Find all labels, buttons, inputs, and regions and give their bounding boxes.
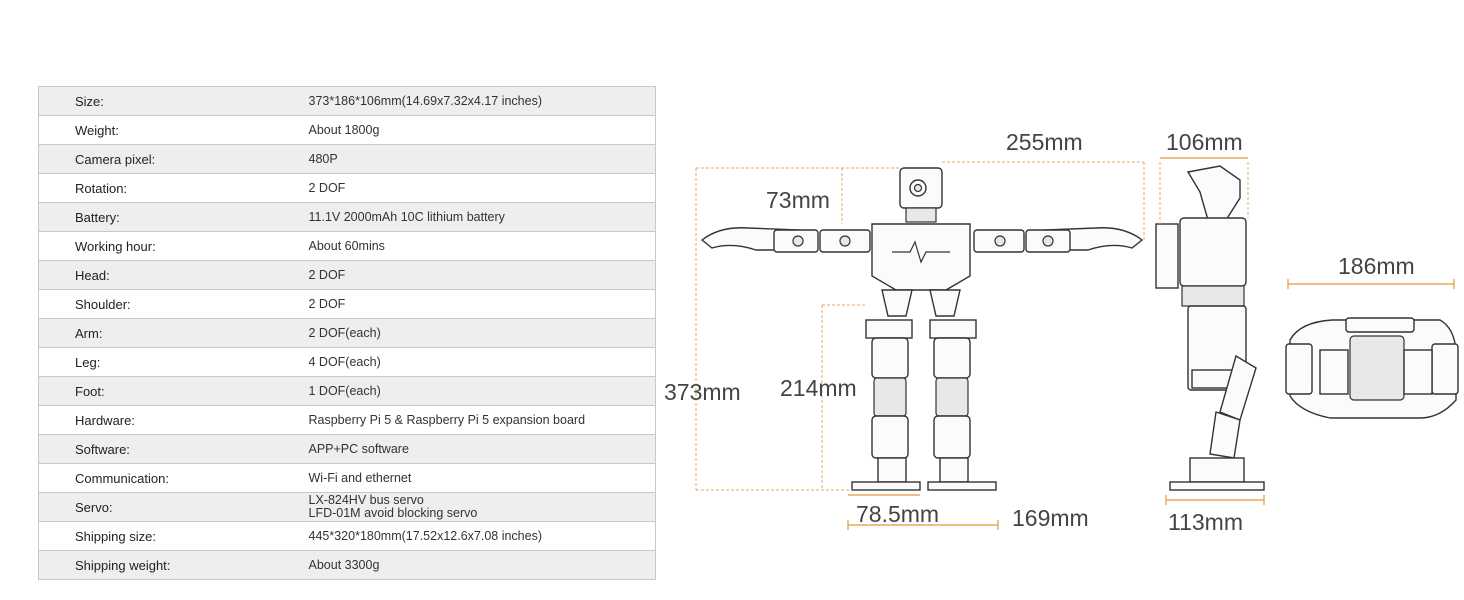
spec-label: Arm: — [38, 318, 309, 348]
spec-row: Shipping weight:About 3300g — [38, 550, 656, 580]
spec-value-line: 2 DOF — [308, 267, 346, 282]
arm-span-label: 255mm — [1006, 129, 1083, 155]
spec-value: 1 DOF(each) — [308, 376, 656, 406]
side-view-robot — [1155, 157, 1265, 505]
spec-row: Communication:Wi-Fi and ethernet — [38, 463, 656, 493]
spec-row: Arm:2 DOF(each) — [38, 318, 656, 348]
spec-label: Software: — [38, 434, 309, 464]
depth-top-label: 106mm — [1166, 129, 1243, 155]
spec-value-line: LX-824HV bus servo — [308, 493, 424, 507]
spec-row: Shoulder:2 DOF — [38, 289, 656, 319]
robot-dimension-drawings: 255mm 73mm 373mm 214mm 78.5mm 169mm 106m… — [664, 129, 1459, 535]
spec-value: 480P — [308, 144, 656, 174]
spec-row: Camera pixel:480P — [38, 144, 656, 174]
spec-value-line: About 3300g — [308, 557, 380, 572]
spec-value-line: About 60mins — [308, 238, 385, 253]
spec-label: Shoulder: — [38, 289, 309, 319]
total-height-label: 373mm — [664, 379, 741, 405]
spec-label: Working hour: — [38, 231, 309, 261]
spec-label: Shipping weight: — [38, 550, 309, 580]
head-height-label: 73mm — [766, 187, 830, 213]
spec-value: 2 DOF — [308, 173, 656, 203]
spec-value-line: Raspberry Pi 5 & Raspberry Pi 5 expansio… — [308, 412, 586, 427]
spec-row: Shipping size:445*320*180mm(17.52x12.6x7… — [38, 521, 656, 551]
spec-value-line: About 1800g — [308, 122, 380, 137]
spec-label: Hardware: — [38, 405, 309, 435]
foot-width-label: 78.5mm — [856, 501, 939, 527]
spec-label: Shipping size: — [38, 521, 309, 551]
spec-value: About 3300g — [308, 550, 656, 580]
spec-row: Hardware:Raspberry Pi 5 & Raspberry Pi 5… — [38, 405, 656, 435]
spec-label: Size: — [38, 86, 309, 116]
spec-label: Head: — [38, 260, 309, 290]
spec-row: Foot:1 DOF(each) — [38, 376, 656, 406]
spec-row: Size:373*186*106mm(14.69x7.32x4.17 inche… — [38, 86, 656, 116]
spec-value: Raspberry Pi 5 & Raspberry Pi 5 expansio… — [308, 405, 656, 435]
spec-value-line: 11.1V 2000mAh 10C lithium battery — [308, 209, 505, 224]
spec-value: 445*320*180mm(17.52x12.6x7.08 inches) — [308, 521, 656, 551]
spec-value: 11.1V 2000mAh 10C lithium battery — [308, 202, 656, 232]
spec-value-line: 480P — [308, 151, 338, 166]
front-view-robot — [695, 161, 1145, 530]
spec-value-line: APP+PC software — [308, 441, 409, 456]
spec-value-line: LFD-01M avoid blocking servo — [308, 506, 478, 520]
spec-label: Leg: — [38, 347, 309, 377]
spec-label: Camera pixel: — [38, 144, 309, 174]
spec-value: About 60mins — [308, 231, 656, 261]
spec-value: 2 DOF — [308, 289, 656, 319]
spec-value-line: 2 DOF — [308, 296, 346, 311]
spec-row: Working hour:About 60mins — [38, 231, 656, 261]
stance-width-label: 169mm — [1012, 505, 1089, 531]
spec-value: 373*186*106mm(14.69x7.32x4.17 inches) — [308, 86, 656, 116]
spec-label: Foot: — [38, 376, 309, 406]
spec-value: Wi-Fi and ethernet — [308, 463, 656, 493]
spec-value-line: 2 DOF — [308, 180, 346, 195]
spec-value: About 1800g — [308, 115, 656, 145]
spec-row: Head:2 DOF — [38, 260, 656, 290]
spec-label: Weight: — [38, 115, 309, 145]
spec-value: APP+PC software — [308, 434, 656, 464]
spec-row: Battery:11.1V 2000mAh 10C lithium batter… — [38, 202, 656, 232]
leg-height-label: 214mm — [780, 375, 857, 401]
spec-row: Leg:4 DOF(each) — [38, 347, 656, 377]
spec-label: Servo: — [38, 492, 309, 522]
depth-bottom-label: 113mm — [1168, 509, 1243, 535]
spec-row: Software:APP+PC software — [38, 434, 656, 464]
spec-row: Weight:About 1800g — [38, 115, 656, 145]
spec-row: Rotation:2 DOF — [38, 173, 656, 203]
spec-value-line: 373*186*106mm(14.69x7.32x4.17 inches) — [308, 93, 543, 108]
spec-label: Rotation: — [38, 173, 309, 203]
top-width-label: 186mm — [1338, 253, 1415, 279]
spec-value-line: 4 DOF(each) — [308, 354, 381, 369]
spec-label: Communication: — [38, 463, 309, 493]
spec-value-line: Wi-Fi and ethernet — [308, 470, 412, 485]
spec-value-line: 445*320*180mm(17.52x12.6x7.08 inches) — [308, 528, 543, 543]
spec-value: 2 DOF — [308, 260, 656, 290]
spec-value: 4 DOF(each) — [308, 347, 656, 377]
specifications-table: Size:373*186*106mm(14.69x7.32x4.17 inche… — [38, 86, 656, 580]
top-view-robot — [1285, 279, 1459, 419]
spec-value: 2 DOF(each) — [308, 318, 656, 348]
spec-value-line: 1 DOF(each) — [308, 383, 381, 398]
spec-value-line: 2 DOF(each) — [308, 325, 381, 340]
spec-label: Battery: — [38, 202, 309, 232]
